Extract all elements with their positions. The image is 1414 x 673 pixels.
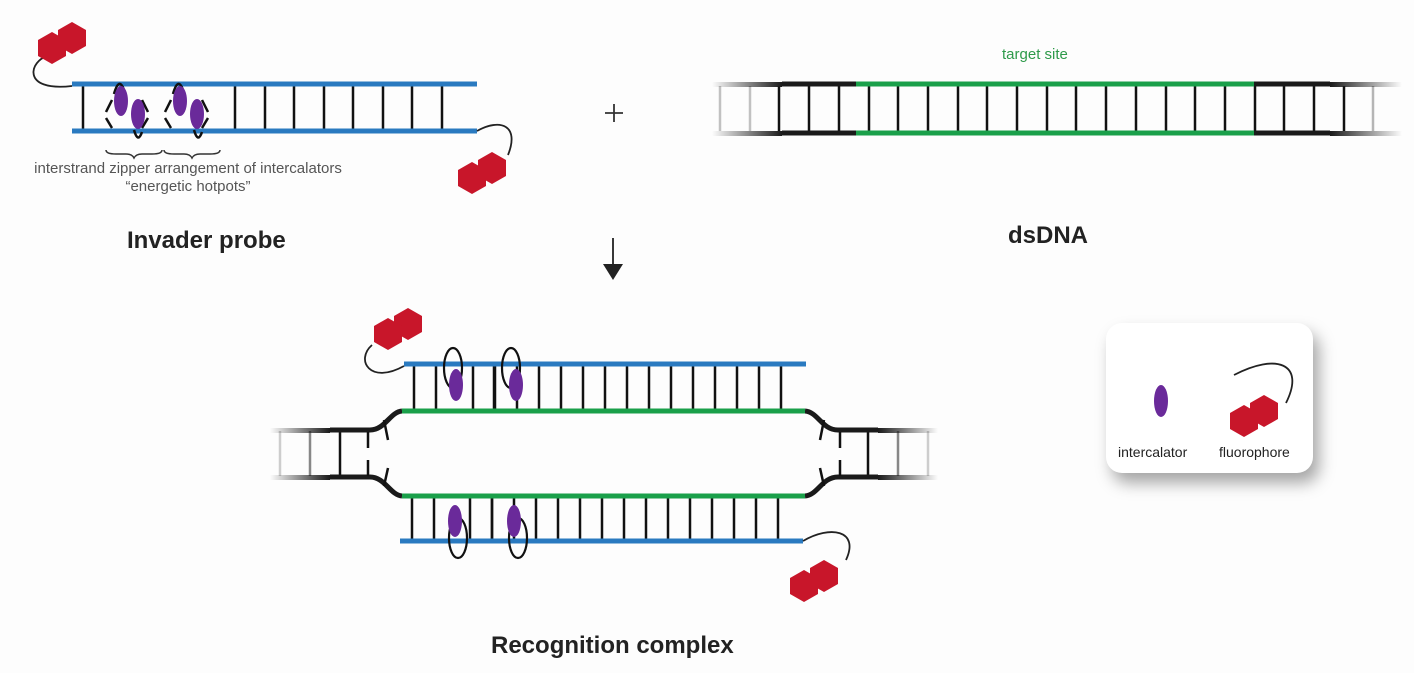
intercalator-icon	[190, 99, 204, 129]
zipper-annotation-line2: “energetic hotpots”	[125, 178, 251, 195]
brace-1	[105, 149, 163, 160]
reaction-arrow-icon	[603, 238, 623, 280]
fluorophore-linker	[1233, 362, 1294, 404]
fluorophore-linker	[802, 531, 851, 561]
invader-probe-title: Invader probe	[127, 227, 286, 254]
fluorophore-icon	[458, 152, 506, 194]
intercalator-icon	[114, 86, 128, 116]
intercalator-icon	[449, 369, 463, 401]
dsdna-base-pairs	[718, 86, 1375, 131]
intercalator-icon	[1154, 385, 1168, 417]
brace-2	[163, 149, 221, 160]
intercalator-icon	[448, 505, 462, 537]
fluorophore-icon	[374, 308, 422, 350]
dsdna-title: dsDNA	[1008, 222, 1089, 249]
invader-probe-duplex	[32, 22, 513, 194]
fluorophore-icon	[790, 560, 838, 602]
fluorophore-linker	[364, 344, 405, 374]
recognition-complex-title: Recognition complex	[491, 632, 734, 659]
legend-label-intercalator: intercalator	[1118, 444, 1188, 460]
fluorophore-linker	[476, 123, 513, 156]
intercalator-zipper-1	[104, 82, 150, 139]
zipper-annotation: interstrand zipper arrangement of interc…	[18, 160, 358, 196]
intercalator-icon	[509, 369, 523, 401]
recognition-complex	[270, 308, 938, 602]
zipper-annotation-line1: interstrand zipper arrangement of interc…	[34, 160, 342, 177]
fluorophore-icon	[38, 22, 86, 64]
target-site-label: target site	[1002, 46, 1068, 63]
legend: intercalator fluorophore	[1106, 323, 1313, 473]
intercalator-zipper-2	[163, 82, 210, 139]
intercalator-icon	[131, 99, 145, 129]
probe-base-pairs	[81, 86, 444, 129]
legend-label-fluorophore: fluorophore	[1219, 444, 1290, 460]
intercalator-icon	[507, 505, 521, 537]
complex-base-pairs	[278, 366, 930, 539]
intercalator-icon	[173, 86, 187, 116]
fluorophore-icon	[1230, 395, 1278, 437]
dsdna-duplex	[712, 81, 1402, 136]
plus-icon	[605, 104, 623, 122]
